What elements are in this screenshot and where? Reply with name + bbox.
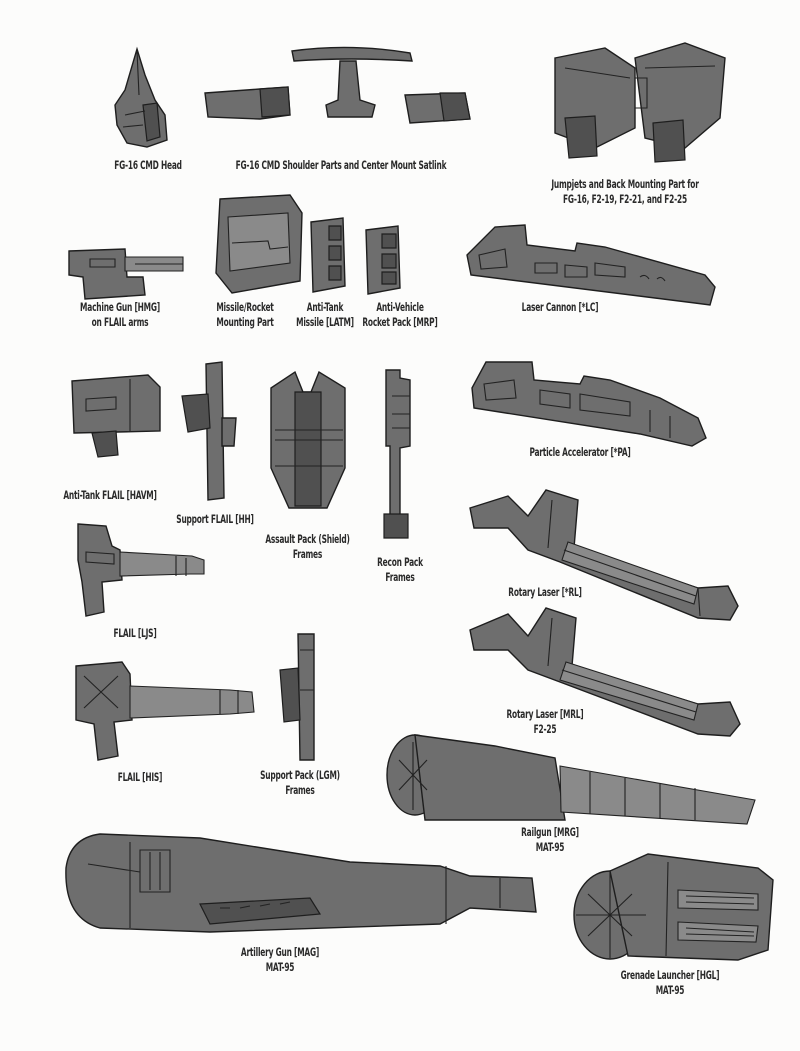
support-flail-caption: Support FLAIL [HH] — [176, 512, 254, 526]
particle-accelerator-caption: Particle Accelerator [*PA] — [529, 445, 631, 459]
flail-ljs-illustration — [77, 523, 205, 617]
particle-accelerator-illustration — [471, 361, 707, 447]
recon-pack-illustration — [383, 369, 411, 539]
flail-ljs-caption: FLAIL [LJS] — [113, 626, 157, 640]
grenade-launcher-illustration — [573, 853, 774, 961]
grenade-launcher-caption: Grenade Launcher [HGL] MAT-95 — [620, 968, 720, 997]
rotary-laser-mrl-caption: Rotary Laser [MRL] F2-25 — [506, 707, 584, 736]
artillery-gun-illustration — [65, 833, 537, 933]
fg16-shoulder-illustration — [204, 46, 471, 124]
assault-pack-illustration — [270, 370, 346, 509]
anti-tank-flail-illustration — [71, 374, 161, 458]
fg16-head-illustration — [114, 46, 168, 148]
machine-gun-caption: Machine Gun [HMG] on FLAIL arms — [80, 300, 160, 329]
railgun-illustration — [386, 734, 756, 825]
anti-vehicle-rocket-caption: Anti-Vehicle Rocket Pack [MRP] — [362, 300, 438, 329]
support-pack-caption: Support Pack (LGM) Frames — [260, 768, 340, 797]
anti-tank-missile-illustration — [310, 217, 346, 293]
support-pack-illustration — [279, 633, 315, 761]
assault-pack-caption: Assault Pack (Shield) Frames — [265, 532, 350, 561]
missile-mount-caption: Missile/Rocket Mounting Part — [216, 300, 274, 329]
rotary-laser-rl-illustration — [469, 489, 739, 621]
machine-gun-illustration — [68, 248, 184, 300]
fg16-shoulder-caption: FG-16 CMD Shoulder Parts and Center Moun… — [235, 158, 447, 172]
anti-vehicle-rocket-illustration — [365, 225, 401, 295]
artillery-gun-caption: Artillery Gun [MAG] MAT-95 — [240, 945, 320, 974]
railgun-caption: Railgun [MRG] MAT-95 — [521, 825, 579, 854]
missile-mount-illustration — [215, 194, 303, 294]
anti-tank-flail-caption: Anti-Tank FLAIL [HAVM] — [63, 488, 157, 502]
anti-tank-missile-caption: Anti-Tank Missile [LATM] — [296, 300, 354, 329]
rotary-laser-rl-caption: Rotary Laser [*RL] — [508, 585, 582, 599]
jumpjets-illustration — [554, 42, 726, 163]
rotary-laser-mrl-illustration — [469, 607, 741, 737]
flail-his-illustration — [75, 661, 255, 761]
fg16-head-caption: FG-16 CMD Head — [114, 158, 182, 172]
recon-pack-caption: Recon Pack Frames — [377, 555, 423, 584]
laser-cannon-illustration — [466, 224, 716, 306]
laser-cannon-caption: Laser Cannon [*LC] — [521, 300, 599, 314]
jumpjets-caption: Jumpjets and Back Mounting Part for FG-1… — [551, 177, 699, 206]
support-flail-illustration — [181, 361, 237, 501]
flail-his-caption: FLAIL [HIS] — [117, 770, 163, 784]
